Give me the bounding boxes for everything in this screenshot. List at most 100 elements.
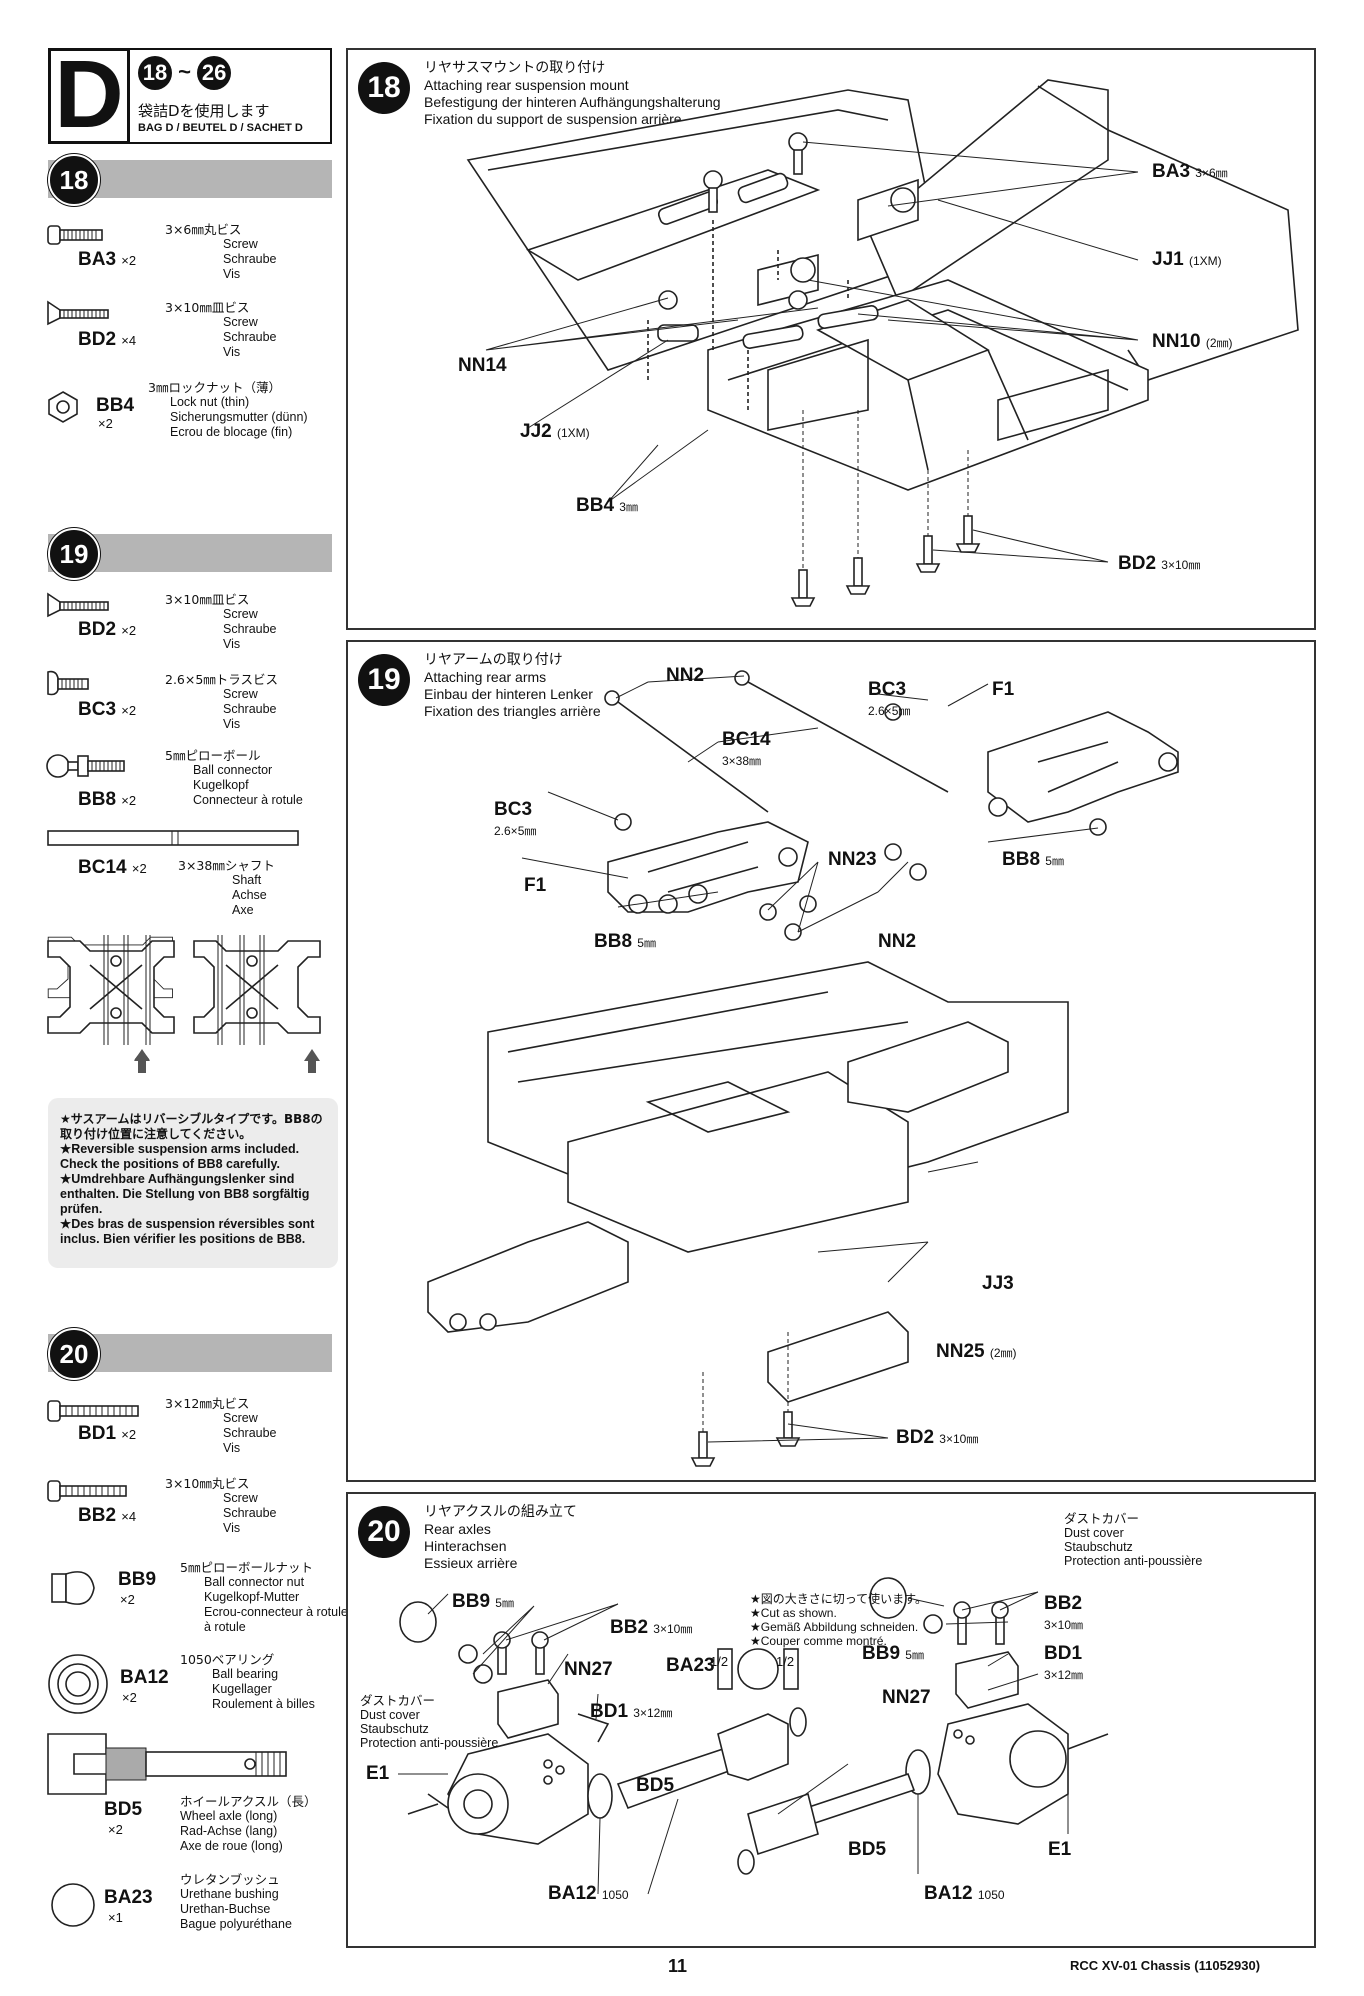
step19-bar: 19	[48, 528, 332, 580]
label-ba12-right-size: 1050	[977, 1888, 1005, 1902]
label-f1-left: F1	[524, 875, 547, 896]
part-en: Screw	[223, 1491, 258, 1505]
part-de: Schraube	[223, 622, 277, 636]
part-qty: ×4	[121, 333, 137, 348]
part-qty: ×2	[121, 623, 137, 638]
note-fr: ★Des bras de suspension réversibles sont…	[60, 1217, 315, 1246]
label-jj1-size: (1XM)	[1188, 254, 1222, 268]
step-to-badge: 26	[197, 56, 232, 90]
page-number: 11	[668, 1956, 688, 1976]
panel-step20: 20 リヤアクスルの組み立て Rear axles Hinterachsen E…	[346, 1492, 1316, 1948]
label-e1-right: E1	[1048, 1839, 1072, 1860]
cut-note-jp: ★図の大きさに切って使います。	[750, 1592, 927, 1606]
part-size: 3×38㎜シャフト	[178, 858, 275, 873]
label-bb2-left: BB2	[610, 1617, 649, 1638]
rear-suspension-mount-drawing	[466, 79, 1299, 607]
bb8-ball-connector-icon	[46, 754, 125, 778]
part-qty: ×2	[121, 253, 137, 268]
label-bb2-right: BB2	[1044, 1593, 1083, 1614]
bc14-shaft-icon	[47, 830, 299, 846]
part-qty: ×2	[121, 793, 137, 808]
bag-letter: D	[48, 47, 130, 144]
label-jj2: JJ2	[520, 421, 552, 442]
panel19-title-en: Attaching rear arms	[424, 669, 547, 685]
ba3-screw-icon	[47, 225, 103, 245]
panel18-title-de: Befestigung der hinteren Aufhängungshalt…	[424, 94, 721, 110]
part-code: BD2	[78, 619, 117, 640]
dust-cover-left-de: Staubschutz	[360, 1722, 429, 1736]
panel18-title-jp: リヤサスマウントの取り付け	[424, 60, 606, 76]
part-de: Schraube	[223, 1426, 277, 1440]
step18-badge: 18	[48, 154, 100, 206]
part-de: Kugellager	[212, 1682, 272, 1696]
label-bc3-right-size: 2.6×5㎜	[868, 704, 911, 718]
label-bb2-right-size: 3×10㎜	[1044, 1618, 1084, 1632]
part-de: Rad-Achse (lang)	[180, 1824, 278, 1838]
dust-cover-left-fr: Protection anti-poussière	[360, 1736, 499, 1750]
label-nn27-left: NN27	[564, 1659, 613, 1680]
label-bd2: BD2	[1118, 553, 1157, 574]
panel18-title-en: Attaching rear suspension mount	[424, 77, 629, 93]
part-qty: ×2	[120, 1592, 135, 1607]
label-bb8-right: BB8	[1002, 849, 1041, 870]
part-de: Kugelkopf	[193, 778, 249, 792]
part-code: BA3	[78, 249, 117, 270]
label-ba3-size: 3×6㎜	[1195, 166, 1228, 180]
part-code: BD5	[104, 1799, 143, 1820]
label-bb8-right-size: 5㎜	[1045, 854, 1064, 868]
part-de: Achse	[232, 888, 267, 902]
bb9-ballnut-icon	[51, 1571, 95, 1605]
part-size: 5㎜ピローボールナット	[180, 1560, 313, 1575]
part-code: BB9	[118, 1569, 157, 1590]
part-qty: ×2	[131, 861, 147, 876]
part-size: 3×10㎜丸ビス	[165, 1476, 250, 1491]
part-fr: Vis	[223, 345, 241, 359]
cut-note-en: ★Cut as shown.	[750, 1606, 837, 1620]
label-ba12-left: BA12	[548, 1883, 597, 1904]
cut-note-de: ★Gemäß Abbildung schneiden.	[750, 1620, 919, 1634]
label-ba12-left-size: 1050	[601, 1888, 629, 1902]
note-en: ★Reversible suspension arms included. Ch…	[60, 1142, 300, 1171]
label-nn14: NN14	[458, 355, 507, 376]
part-code: BC14	[78, 857, 127, 878]
part-fr: Vis	[223, 267, 241, 281]
panel20-title-fr: Essieux arrière	[424, 1555, 518, 1571]
panel18-badge: 18	[358, 62, 410, 114]
part-fr: Vis	[223, 637, 241, 651]
part-fr: Axe de roue (long)	[180, 1839, 283, 1853]
panel20-title-de: Hinterachsen	[424, 1538, 507, 1554]
part-de: Schraube	[223, 702, 277, 716]
label-jj2-size: (1XM)	[556, 426, 590, 440]
dust-cover-right-fr: Protection anti-poussière	[1064, 1554, 1203, 1568]
part-size: 3×6㎜丸ビス	[165, 222, 242, 237]
rear-arms-drawing	[427, 670, 1179, 1467]
part-de: Urethan-Buchse	[180, 1902, 271, 1916]
label-bd1-left: BD1	[590, 1701, 629, 1722]
part-size: ウレタンブッシュ	[180, 1872, 280, 1887]
label-bd1-left-size: 3×12㎜	[633, 1706, 673, 1720]
label-bd5-left: BD5	[636, 1775, 675, 1796]
part-en: Ball bearing	[212, 1667, 279, 1681]
part-qty: ×2	[108, 1822, 123, 1837]
bd2-screw-icon	[47, 300, 109, 326]
bd5-axle-icon	[47, 1733, 287, 1795]
label-bd5-right: BD5	[848, 1839, 887, 1860]
label-bc3-left: BC3	[494, 799, 533, 820]
part-en: Screw	[223, 687, 258, 701]
part-qty: ×4	[121, 1509, 137, 1524]
label-jj1: JJ1	[1152, 249, 1184, 270]
part-code: BB2	[78, 1505, 117, 1526]
label-f1-right: F1	[992, 679, 1015, 700]
step19-badge: 19	[48, 528, 100, 580]
bb4-locknut-icon	[48, 391, 78, 423]
label-bb9-left-size: 5㎜	[495, 1596, 514, 1610]
label-bb4-size: 3㎜	[619, 500, 638, 514]
panel19-title-de: Einbau der hinteren Lenker	[424, 686, 593, 702]
part-size: 3×10㎜皿ビス	[165, 300, 250, 315]
step-range-tilde: ~	[178, 58, 191, 84]
label-nn2-bottom: NN2	[878, 931, 917, 952]
panel19-title-jp: リヤアームの取り付け	[424, 652, 563, 668]
rear-axles-drawing	[398, 1577, 1109, 1895]
dust-cover-right-jp: ダストカバー	[1064, 1511, 1140, 1526]
panel20-title-jp: リヤアクスルの組み立て	[424, 1504, 577, 1520]
